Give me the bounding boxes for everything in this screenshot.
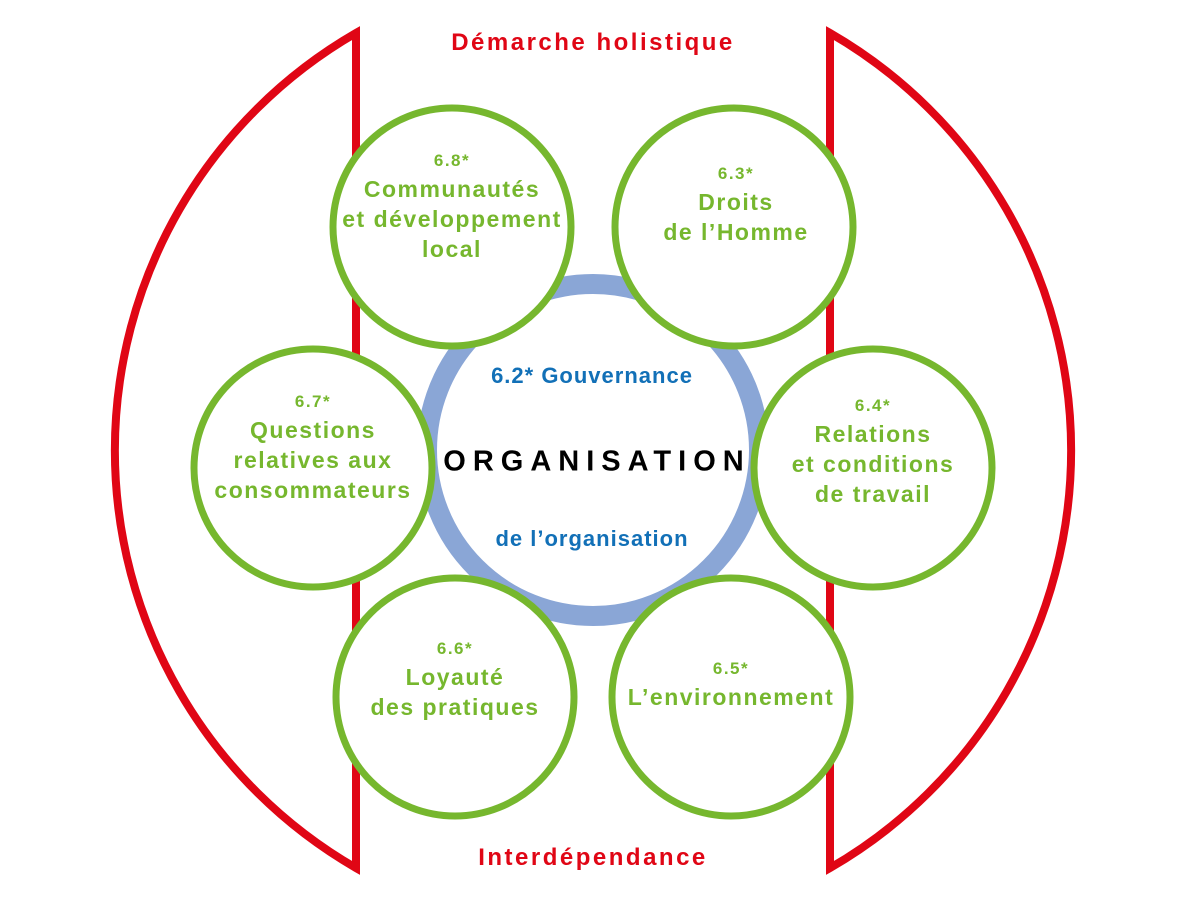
subject-number: 6.6* (436, 639, 474, 658)
circle-6-5-environnement (608, 574, 854, 820)
label-gouvernance: 6.2* Gouvernance (491, 363, 693, 388)
subject-number: 6.7* (294, 392, 332, 411)
subject-label: Droits de l’Homme (663, 189, 809, 245)
subject-label: Questions relatives aux consommateurs (214, 417, 412, 503)
title-demarche-holistique: Démarche holistique (451, 29, 735, 56)
subject-label: Relations et conditions de travail (791, 421, 955, 507)
holistic-arc-right (826, 26, 1076, 875)
label-6-8-communautes: 6.8* Communautés et développement local (342, 148, 562, 264)
subject-label: Loyauté des pratiques (370, 664, 540, 720)
label-6-7-consommateurs: 6.7* Questions relatives aux consommateu… (214, 389, 411, 505)
title-interdependance: Interdépendance (478, 844, 708, 871)
subject-label: Communautés et développement local (342, 176, 562, 262)
circle-6-3-droits-homme (611, 104, 857, 350)
subject-number: 6.8* (433, 151, 471, 170)
circle-6-4-relations-travail (750, 345, 996, 591)
label-organisation: ORGANISATION (443, 445, 751, 478)
circle-6-8-communautes (329, 104, 575, 350)
subject-number: 6.3* (717, 164, 755, 183)
subject-number: 6.5* (712, 659, 750, 678)
label-de-l-organisation: de l’organisation (495, 526, 689, 551)
circle-6-6-loyaute (332, 574, 578, 820)
holistic-arc-left (110, 26, 360, 875)
subject-label: L’environnement (627, 684, 835, 710)
subject-number: 6.4* (854, 396, 892, 415)
label-6-3-droits-homme: 6.3* Droits de l’Homme (663, 161, 808, 247)
label-6-5-environnement: 6.5* L’environnement (628, 656, 835, 712)
label-6-4-relations-travail: 6.4* Relations et conditions de travail (792, 393, 955, 509)
circle-6-7-consommateurs (190, 345, 436, 591)
label-6-6-loyaute: 6.6* Loyauté des pratiques (370, 636, 539, 722)
